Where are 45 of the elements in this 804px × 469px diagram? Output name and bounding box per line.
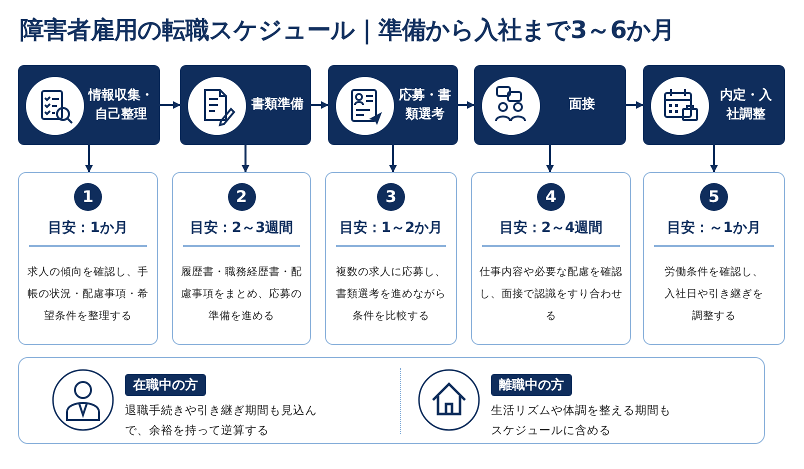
note-panel [18,357,765,444]
step-title: 面接 [569,96,595,114]
duration-label: 目安：2～3週間 [183,219,300,247]
step-header-box [180,65,311,145]
description-text: 仕事内容や必要な配慮を確認し、面接で認識をすり合わせる [478,265,624,324]
step-card [325,172,457,345]
arrow [311,101,329,109]
category-tag: 在職中の方 [125,374,206,396]
description-text: 履歴書・職務経歴書・配慮事項をまとめ、応募の準備を進める [180,265,303,324]
step-card [18,172,158,345]
step-number: 5 [700,183,728,211]
step-header-box [474,65,626,145]
step-title: 書類準備 [252,96,304,114]
duration-label: 目安：2～4週間 [482,219,620,247]
step-number: 1 [74,183,102,211]
arrow [546,145,554,173]
arrow [85,145,93,173]
step-card [471,172,631,345]
step-title: 内定・入社調整 [719,86,773,124]
category-tag: 離職中の方 [491,374,572,396]
arrow [160,101,181,109]
step-number: 3 [377,183,405,211]
step-card [172,172,311,345]
arrow [710,145,718,173]
step-header-box [328,65,458,145]
step-number: 4 [537,183,565,211]
note-text: 生活リズムや体調を整える期間もスケジュールに含める [491,402,672,440]
duration-label: 目安：1か月 [29,219,147,247]
step-card [643,172,785,345]
step-title: 応募・書類選考 [398,86,452,124]
step-header-box [18,65,160,145]
arrow [458,101,475,109]
description-text: 労働条件を確認し、入社日や引き継ぎを調整する [664,265,764,324]
arrow [389,145,397,173]
step-header-box [643,65,785,145]
note-text: 退職手続きや引き継ぎ期間も見込んで、余裕を持って逆算する [125,402,318,440]
step-number: 2 [228,183,256,211]
description-text: 求人の傾向を確認し、手帳の状況・配慮事項・希望条件を整理する [26,265,150,324]
page-title: 障害者雇用の転職スケジュール｜準備から入社まで3～6か月 [20,15,674,46]
arrow [242,145,250,173]
duration-label: 目安：～1か月 [654,219,774,247]
step-title: 情報収集・自己整理 [87,86,154,124]
description-text: 複数の求人に応募し、書類選考を進めながら条件を比較する [335,265,447,324]
arrow [626,101,644,109]
duration-label: 目安：1～2か月 [336,219,446,247]
